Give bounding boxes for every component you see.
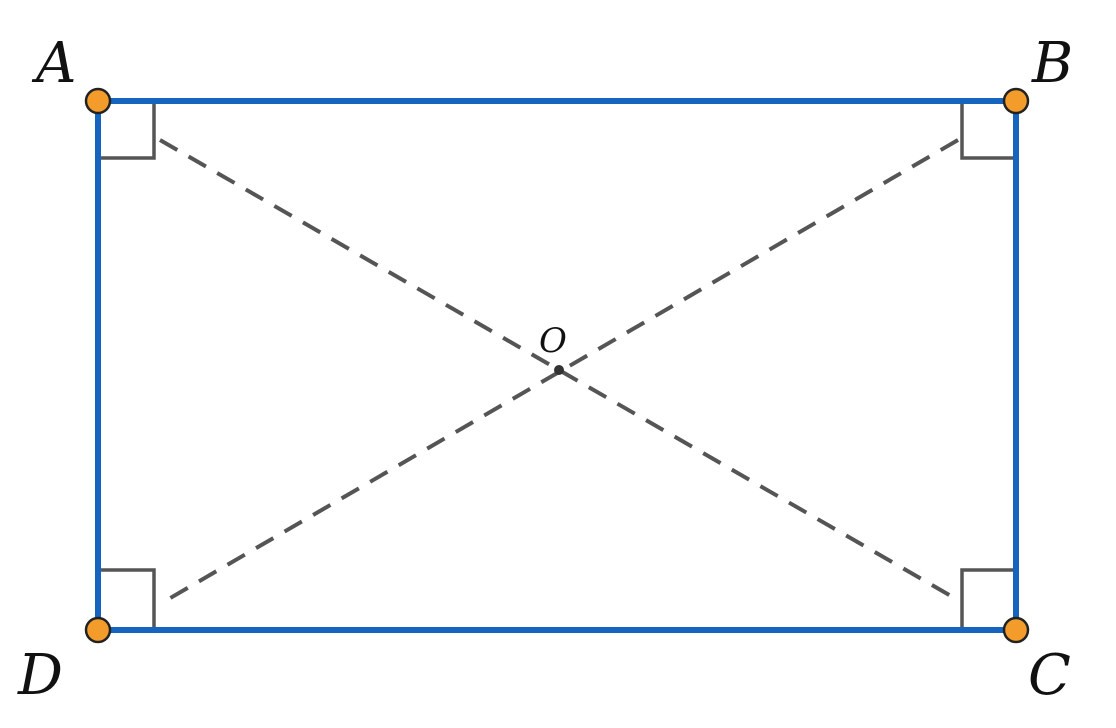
right-angle-mark-c [960,568,1016,628]
vertex-point-b [1002,87,1030,115]
right-angle-mark-b [960,102,1016,160]
right-angle-mark-d [98,568,156,628]
vertex-point-d [84,616,112,644]
vertex-label-c: C [1028,643,1071,708]
right-angle-mark-a [98,102,156,160]
vertex-label-b: B [1031,31,1073,96]
vertex-label-a: A [31,31,76,96]
vertex-point-a [84,87,112,115]
center-label-o: O [539,321,567,361]
center-point-o [554,365,564,375]
diagonal-ac [159,138,959,602]
vertex-point-c [1002,616,1030,644]
vertex-label-d: D [17,643,63,708]
diagonal-bd [158,138,960,606]
